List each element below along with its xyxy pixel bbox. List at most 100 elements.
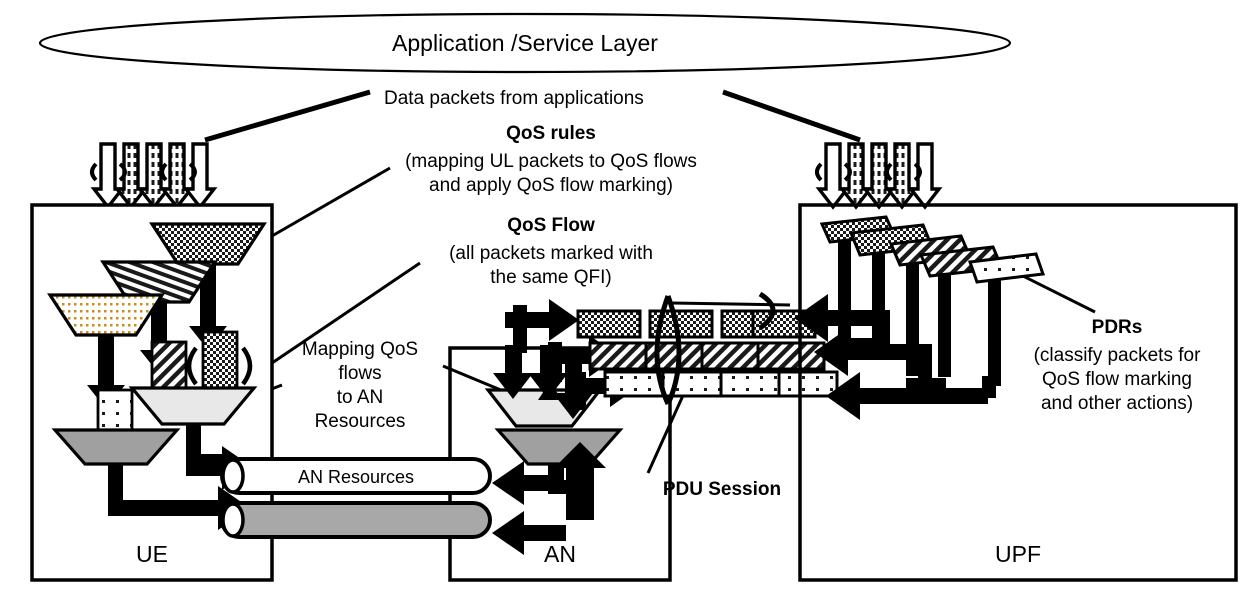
upf-box bbox=[798, 203, 1238, 582]
pdrs-line-2: QoS flow marking bbox=[1042, 369, 1192, 390]
mapping-line-4: Resources bbox=[315, 411, 406, 432]
flow-loop-marker bbox=[160, 162, 168, 182]
upf-label: UPF bbox=[995, 541, 1041, 567]
annotation-qos-rules: QoS rules (mapping UL packets to QoS flo… bbox=[405, 123, 697, 196]
qos-rules-line-2: and apply QoS flow marking) bbox=[429, 175, 673, 196]
packet bbox=[719, 370, 781, 398]
left-arrow-lower bbox=[492, 511, 566, 555]
leader-line-pdrs bbox=[1014, 270, 1096, 314]
elbow-segment bbox=[918, 344, 932, 388]
packet bbox=[777, 370, 839, 398]
left-arrow-upper bbox=[492, 461, 560, 505]
pdr-plate-dots bbox=[967, 252, 1046, 386]
funnel-bowl bbox=[100, 260, 218, 304]
down-arrow bbox=[493, 345, 533, 399]
packet bbox=[603, 370, 665, 398]
up-arrow-from-tube bbox=[554, 442, 606, 520]
mapping-line-2: flows bbox=[338, 363, 381, 384]
qos-rules-line-1: (mapping UL packets to QoS flows bbox=[405, 151, 697, 172]
an-tube-arrows bbox=[492, 442, 606, 555]
packet bbox=[756, 341, 826, 371]
an-resources-label: AN Resources bbox=[298, 467, 414, 487]
elbow-segment bbox=[982, 376, 996, 398]
an-resources-tube-upper: AN Resources bbox=[220, 457, 492, 495]
down-arrow bbox=[838, 142, 874, 210]
down-arrow bbox=[90, 142, 126, 210]
flow-loop-marker bbox=[90, 162, 98, 182]
left-arrow-hatch bbox=[814, 328, 930, 376]
upf-to-flow-arrows bbox=[794, 294, 996, 420]
funnel-bowl bbox=[51, 428, 181, 466]
loop-left bbox=[654, 295, 671, 406]
flow-loop-marker bbox=[843, 162, 852, 182]
packet bbox=[576, 309, 642, 339]
mapping-line-1: Mapping QoS bbox=[302, 339, 418, 360]
left-arrow-checker bbox=[794, 294, 890, 342]
application-layer-ellipse bbox=[38, 12, 1012, 74]
down-arrow bbox=[182, 142, 218, 210]
down-arrow bbox=[136, 142, 172, 210]
tube-body bbox=[220, 501, 492, 539]
flow-loop-marker bbox=[118, 162, 127, 182]
elbow-segment bbox=[548, 342, 562, 382]
application-service-layer: Application /Service Layer bbox=[38, 12, 1012, 74]
flow-loop-marker bbox=[913, 162, 922, 182]
down-arrow bbox=[815, 142, 851, 210]
tube-cap bbox=[221, 502, 245, 538]
leader-line-right bbox=[722, 89, 861, 143]
annotation-qos-flow: QoS Flow (all packets marked with the sa… bbox=[449, 215, 653, 288]
flow-loop-marker bbox=[188, 162, 197, 182]
an-funnel-dark bbox=[494, 428, 624, 466]
ue-funnel-checker bbox=[149, 222, 267, 350]
an-label: AN bbox=[544, 541, 576, 567]
plate-stem bbox=[988, 280, 1001, 386]
loop-right bbox=[665, 295, 682, 406]
flow-loop-marker bbox=[186, 346, 198, 386]
down-arrow bbox=[861, 142, 897, 210]
application-layer-label: Application /Service Layer bbox=[392, 30, 658, 56]
annotation-data-packets: Data packets from applications bbox=[384, 88, 644, 109]
mapping-line-3: to AN bbox=[337, 387, 383, 408]
pdr-filter-plates bbox=[819, 215, 1046, 386]
tube-cap bbox=[221, 458, 245, 494]
ue-to-tube-arrow-lower bbox=[108, 486, 250, 530]
leader-line-left bbox=[204, 89, 371, 143]
annotation-mapping-qos-flows: Mapping QoS flows to AN Resources bbox=[302, 339, 418, 432]
downarrow-cluster-right bbox=[815, 142, 943, 210]
flow-loop-marker bbox=[885, 162, 893, 182]
funnel-bowl bbox=[149, 222, 267, 266]
qos-rules-title: QoS rules bbox=[506, 123, 596, 144]
annotation-pdrs: PDRs (classify packets for QoS flow mark… bbox=[1034, 317, 1201, 414]
an-resources-tube-lower bbox=[220, 501, 492, 539]
pdrs-line-1: (classify packets for bbox=[1034, 345, 1201, 366]
qos-flow-row-dots bbox=[603, 370, 839, 398]
flow-loop-marker bbox=[241, 346, 253, 386]
down-arrow bbox=[884, 142, 920, 210]
annotation-pdu-session: PDU Session bbox=[663, 479, 781, 500]
elbow-segment bbox=[876, 310, 890, 342]
funnel-stem-arrow bbox=[189, 264, 227, 350]
qos-flow-row-checker bbox=[576, 309, 817, 339]
qos-flow-row-hatch bbox=[588, 341, 826, 371]
pdrs-title: PDRs bbox=[1092, 317, 1143, 338]
funnel-bowl bbox=[494, 428, 624, 466]
down-arrow bbox=[159, 142, 195, 210]
qos-flow-line-2: the same QFI) bbox=[490, 267, 611, 288]
ue-label: UE bbox=[136, 541, 168, 567]
leader-line-qos-rules bbox=[264, 166, 391, 242]
pdu-session-label: PDU Session bbox=[663, 479, 781, 500]
downarrow-cluster-left bbox=[90, 142, 218, 210]
down-arrow bbox=[113, 142, 149, 210]
down-arrow bbox=[907, 142, 943, 210]
left-arrow-dots bbox=[826, 372, 988, 420]
right-arrow bbox=[505, 299, 579, 341]
pdu-session-loop bbox=[654, 295, 682, 406]
elbow-segment bbox=[572, 372, 586, 410]
up-arrow-small bbox=[538, 382, 562, 400]
funnel-bowl bbox=[47, 293, 165, 337]
elbow-segment bbox=[513, 305, 527, 353]
ue-packet-checker bbox=[201, 330, 239, 392]
qos-flow-loop-marker bbox=[758, 291, 776, 331]
